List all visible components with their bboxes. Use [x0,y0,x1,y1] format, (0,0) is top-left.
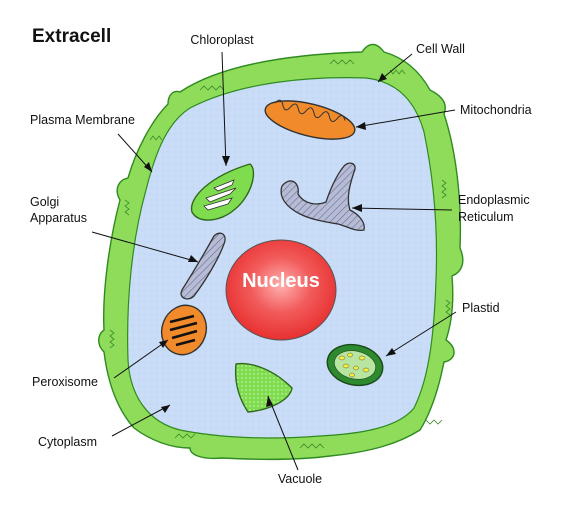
plastid-organelle [326,343,384,387]
label-plastid: Plastid [462,301,500,315]
label-er-line1: Endoplasmic [458,193,530,207]
label-golgi-line2: Apparatus [30,211,87,225]
leader-peroxisome [113,339,169,379]
leader-chloroplast [221,51,227,167]
leader-plastid [385,311,457,357]
golgi-organelle [180,232,226,300]
peroxisome-organelle [160,304,208,356]
arrowheads [144,73,396,413]
nucleus-label: Nucleus [242,270,320,292]
leader-golgi [91,231,199,263]
vacuole-organelle [234,362,293,413]
label-vacuole: Vacuole [278,472,322,486]
label-er-line2: Reticulum [458,210,514,224]
label-peroxisome: Peroxisome [32,375,98,389]
label-golgi-line1: Golgi [30,195,59,209]
label-plasma-membrane: Plasma Membrane [30,113,135,127]
er-organelle [280,162,365,232]
leader-cytoplasm [111,404,171,437]
label-mitochondria: Mitochondria [460,103,532,117]
mitochondria-organelle [264,99,356,140]
leader-lines [91,51,457,471]
label-cytoplasm: Cytoplasm [38,435,97,449]
chloroplast-organelle [190,163,255,221]
leader-mitochondria [355,109,456,128]
label-chloroplast: Chloroplast [190,33,254,47]
diagram-title: Extracell [32,26,111,47]
cell-wall-texture [109,59,451,449]
leader-er [351,207,453,211]
label-cell-wall: Cell Wall [416,42,465,56]
leader-vacuole [267,395,299,471]
nucleus-organelle [225,239,337,341]
